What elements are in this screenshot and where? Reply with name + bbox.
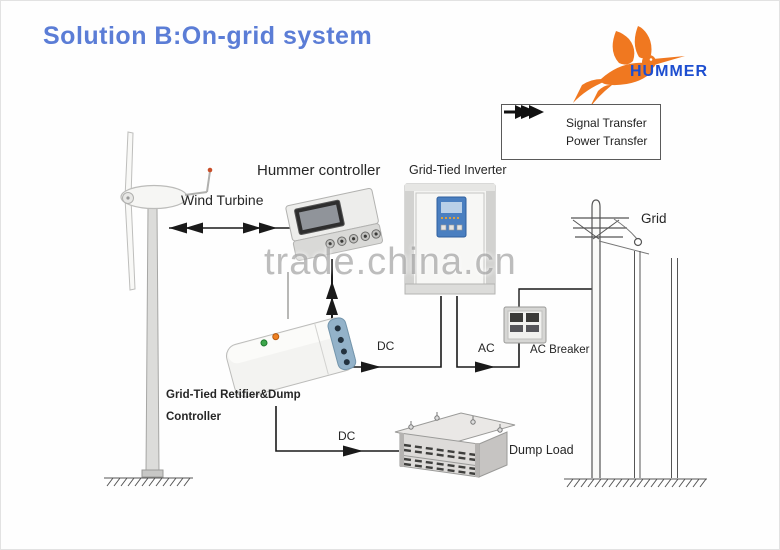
dc-wire-label-dump: DC <box>338 429 356 443</box>
wire-ac-to-breaker <box>456 296 520 373</box>
brand-name: HUMMER <box>630 63 708 80</box>
watermark-text: trade.china.cn <box>264 241 517 283</box>
controller-graphic <box>285 187 384 261</box>
ac-breaker-label: AC Breaker <box>530 344 590 356</box>
grid-graphic <box>564 199 707 488</box>
ac-breaker-graphic <box>503 306 547 344</box>
legend-signal-label: Signal Transfer <box>566 116 647 130</box>
dc-wire-label-inverter: DC <box>377 339 395 353</box>
turbine-ground <box>104 477 193 487</box>
wire-breaker-to-grid <box>518 288 593 307</box>
grid-tied-inverter-label: Grid-Tied Inverter <box>409 163 507 177</box>
hummer-bird-logo-icon <box>573 26 685 109</box>
wire-turbine-to-controller <box>169 222 294 234</box>
legend-power-label: Power Transfer <box>566 134 648 148</box>
legend-box: Signal Transfer Power Transfer <box>501 104 661 160</box>
wind-turbine-graphic <box>104 131 213 487</box>
wires <box>169 222 593 457</box>
legend-power-row: Power Transfer <box>502 105 660 148</box>
rectifier-graphic <box>225 317 357 398</box>
dump-load-label: Dump Load <box>509 443 574 457</box>
wire-dc-to-inverter <box>348 296 442 373</box>
ac-wire-label: AC <box>478 341 495 355</box>
dump-load-graphic <box>394 412 516 478</box>
inverter-graphic <box>404 183 496 295</box>
rectifier-label-line1: Grid-Tied Retifier&Dump <box>166 389 301 401</box>
wire-rectifier-to-controller-signal <box>326 259 338 319</box>
hummer-controller-label: Hummer controller <box>257 162 381 179</box>
page-title: Solution B:On-grid system <box>43 22 373 50</box>
grid-label: Grid <box>641 211 667 226</box>
rectifier-label-line2: Controller <box>166 411 221 423</box>
wind-turbine-label: Wind Turbine <box>181 192 264 208</box>
grid-ground <box>564 478 707 488</box>
wire-dc-to-dump <box>275 406 399 457</box>
